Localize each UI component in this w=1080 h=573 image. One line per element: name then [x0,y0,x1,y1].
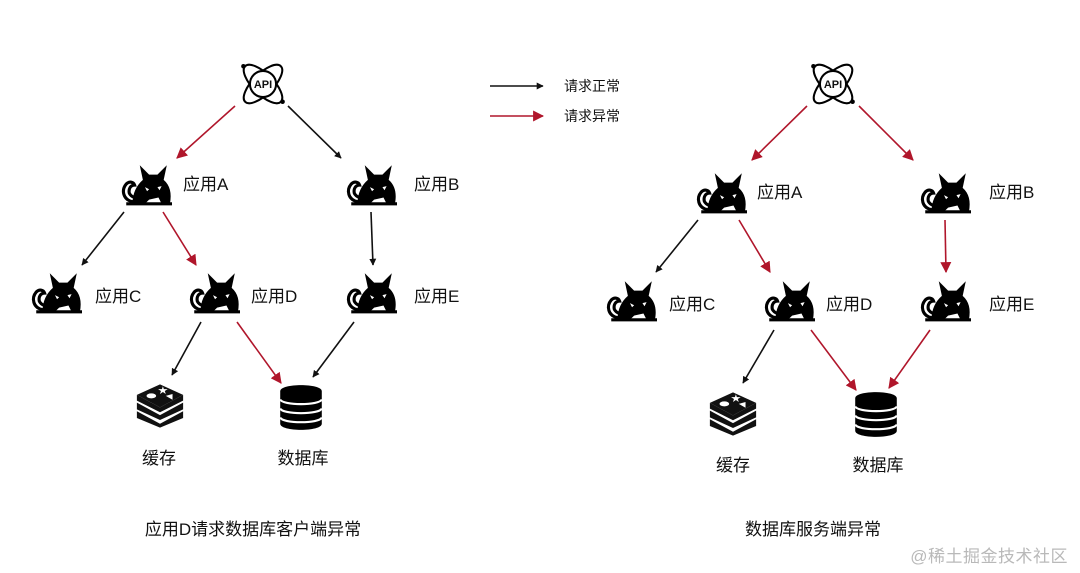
app-b-label: 应用B [414,175,459,194]
tomcat-icon [606,279,657,322]
edge-app-a-to-app-c [81,211,125,266]
app-a-label: 应用A [183,175,229,194]
database-icon [279,384,323,431]
edge-app-d-to-db [236,321,282,384]
api-node: API [236,57,290,111]
app-b-node: 应用B [920,171,1034,214]
app-b-label: 应用B [989,183,1034,202]
legend-normal-label: 请求正常 [564,78,620,94]
app-c-node: 应用C [606,279,715,322]
edge-app-e-to-db [312,321,355,378]
edge-api-to-app-b [287,105,342,159]
db-label: 数据库 [853,456,904,475]
app-d-node: 应用D [764,279,872,322]
watermark: @稀土掘金技术社区 [910,547,1068,566]
tomcat-icon [696,171,747,214]
tomcat-icon [121,163,172,206]
tomcat-icon [764,279,815,322]
app-a-node: 应用A [696,171,803,214]
app-c-label: 应用C [669,295,715,314]
cache-label: 缓存 [142,449,176,468]
app-b-node: 应用B [346,163,459,206]
app-e-label: 应用E [989,295,1034,314]
tomcat-icon [920,171,971,214]
left-diagram: API 应用A 应用B 应用C 应用D 应用E 缓存 数据库 [31,57,459,539]
redis-icon [709,392,757,436]
app-a-node: 应用A [121,163,229,206]
edge-app-d-to-db [810,329,857,391]
cache-node: 缓存 [709,392,757,475]
app-e-node: 应用E [346,271,459,314]
app-e-label: 应用E [414,287,459,306]
edge-app-b-to-app-e [940,219,952,274]
edge-app-d-to-cache [742,329,775,384]
app-e-node: 应用E [920,279,1034,322]
tomcat-icon [920,279,971,322]
edge-app-a-to-app-d [738,219,771,273]
legend-error-label: 请求异常 [564,108,620,124]
api-label: API [254,79,272,91]
left-caption: 应用D请求数据库客户端异常 [145,520,361,539]
edge-app-d-to-cache [171,321,202,376]
edge-api-to-app-a [751,105,808,161]
app-d-label: 应用D [251,287,297,306]
legend: 请求正常 请求异常 [490,78,620,124]
app-d-node: 应用D [189,271,297,314]
api-node: API [806,57,860,111]
tomcat-icon [346,271,397,314]
edge-api-to-app-a [176,105,236,159]
app-c-label: 应用C [95,287,141,306]
app-a-label: 应用A [757,183,803,202]
right-caption: 数据库服务端异常 [745,520,881,539]
db-node: 数据库 [853,391,904,475]
edge-app-e-to-db [888,329,931,389]
edge-api-to-app-b [858,105,914,161]
edge-app-a-to-app-d [162,211,197,266]
redis-icon [136,384,184,428]
app-d-label: 应用D [826,295,872,314]
right-diagram: API 应用A 应用B 应用C 应用D 应用E 缓存 数据库 [606,57,1034,539]
edge-app-a-to-app-c [655,219,699,273]
api-label: API [824,79,842,91]
tomcat-icon [189,271,240,314]
db-label: 数据库 [278,449,329,468]
cache-label: 缓存 [716,456,750,475]
cache-node: 缓存 [136,384,184,468]
edge-app-b-to-app-e [369,211,377,266]
db-node: 数据库 [278,384,329,468]
app-c-node: 应用C [31,271,141,314]
tomcat-icon [346,163,397,206]
database-icon [854,391,898,438]
tomcat-icon [31,271,82,314]
